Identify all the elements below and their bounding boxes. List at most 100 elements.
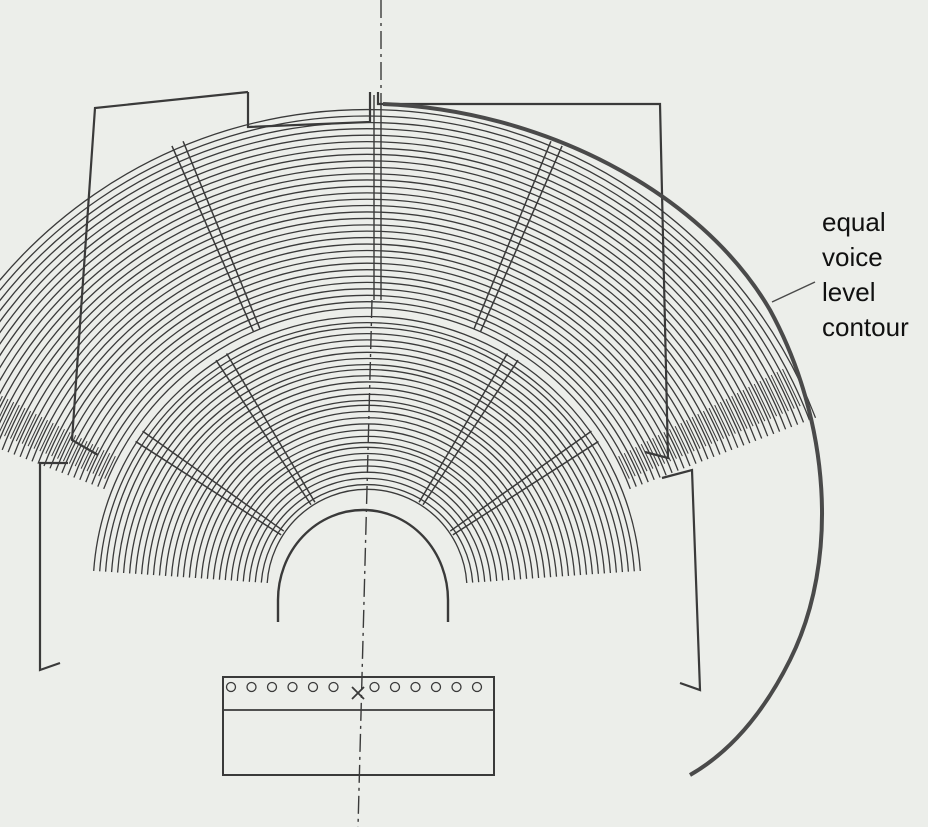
lower-seat-row (230, 452, 504, 581)
stage-light-circle (471, 681, 483, 693)
lower-seat-row (236, 459, 498, 581)
lower-seat-row (188, 410, 546, 578)
upper-seating-tier (0, 108, 817, 490)
aisle-lower-mid-left (215, 359, 312, 506)
outline-wall-3 (376, 92, 670, 460)
side-stair-step (674, 425, 689, 454)
side-stair-step (685, 419, 701, 449)
side-stair-step (74, 440, 88, 467)
lower-seat-row (140, 364, 594, 575)
upper-seat-row (19, 217, 715, 458)
upper-seat-row (1, 198, 733, 451)
aisle-lower-left (142, 430, 285, 532)
upper-seat-row (103, 307, 631, 490)
side-stair-step (104, 455, 116, 479)
side-stair-step (51, 428, 65, 457)
lower-seat-row (224, 446, 510, 581)
aisle-upper-right (473, 140, 552, 330)
side-stair-step (776, 371, 795, 409)
side-stair-step (98, 452, 111, 477)
upper-seat-row (0, 173, 757, 442)
upper-seat-row (0, 140, 787, 430)
side-stair-step (9, 407, 26, 439)
equal-voice-level-contour (382, 102, 824, 777)
stage-light-circle (410, 681, 421, 693)
side-stair-step (714, 404, 730, 437)
aisle-lower-left (135, 440, 282, 536)
upper-seat-row (0, 147, 781, 432)
upper-seat-row (31, 230, 703, 462)
lower-seat-row (218, 441, 516, 580)
side-stair-step (27, 416, 43, 447)
side-stair-step (635, 446, 648, 472)
side-stair-step (39, 422, 54, 452)
lower-seat-row (260, 484, 474, 583)
lower-seat-row (164, 387, 570, 576)
upper-seat-row (13, 211, 721, 455)
side-stair-step (731, 395, 748, 429)
aisle-lower-right (452, 440, 599, 536)
stage-light-circle (369, 681, 380, 693)
cross-mark-icon (351, 686, 365, 700)
upper-seat-row (79, 281, 655, 481)
side-stair-step (0, 401, 15, 432)
orchestra-arc (276, 508, 450, 622)
radial-aisles (135, 95, 599, 536)
side-stair-step (736, 392, 754, 427)
aisle-lower-right (449, 430, 592, 532)
lower-seat-row (158, 381, 576, 576)
lower-seat-row (242, 465, 492, 582)
side-stair-step (759, 380, 778, 417)
aisle-upper-left (171, 145, 255, 333)
stage-light-circle (225, 681, 237, 693)
lower-seat-row (170, 393, 564, 577)
side-stair-step (640, 443, 654, 469)
upper-seat-row (91, 294, 643, 485)
side-stair-step (663, 431, 677, 459)
side-stair-step (618, 455, 630, 479)
upper-seat-row (25, 224, 709, 460)
lower-seat-row (206, 429, 528, 579)
upper-seat-row (43, 243, 691, 467)
contour-label: equal voice level contour (822, 205, 909, 345)
upper-seat-row (0, 121, 805, 423)
upper-seat-row (0, 185, 745, 446)
lower-seat-row (152, 375, 582, 576)
stage-light-circle (328, 681, 339, 693)
side-stair-step (782, 368, 801, 407)
side-stair-step (702, 410, 719, 442)
side-stair-step (15, 410, 32, 442)
aisle-upper-right (479, 145, 563, 333)
aisle-upper-left (182, 140, 261, 330)
upper-seat-row (49, 249, 685, 469)
side-stair-step (708, 407, 725, 439)
upper-seat-row (0, 134, 793, 428)
stage-light-circle (287, 681, 298, 693)
side-stair-step (629, 449, 642, 474)
side-stair-step (21, 413, 37, 444)
lower-seat-row (194, 417, 540, 579)
lower-seat-row (182, 404, 552, 578)
side-stair-step (57, 431, 71, 459)
side-stair-step (657, 434, 672, 462)
side-stair-step (92, 449, 105, 474)
side-stair-step (62, 434, 77, 462)
side-stair-step (669, 428, 683, 457)
side-stair-step (770, 374, 789, 412)
contour-label-line-4: contour (822, 312, 909, 342)
lower-seat-row (128, 351, 606, 574)
side-stair-step (45, 425, 60, 454)
lower-seat-row (212, 435, 522, 580)
lower-seat-row (116, 339, 618, 573)
side-stair-step (719, 401, 736, 434)
upper-seat-row (0, 160, 769, 437)
side-stair-step (33, 419, 49, 449)
side-stair-step (742, 389, 760, 424)
outline-wall-1 (246, 92, 372, 129)
stage-light-circle (389, 681, 401, 693)
upper-seat-row (73, 275, 661, 478)
stage-platform (222, 676, 495, 776)
side-stair-step (68, 437, 82, 464)
